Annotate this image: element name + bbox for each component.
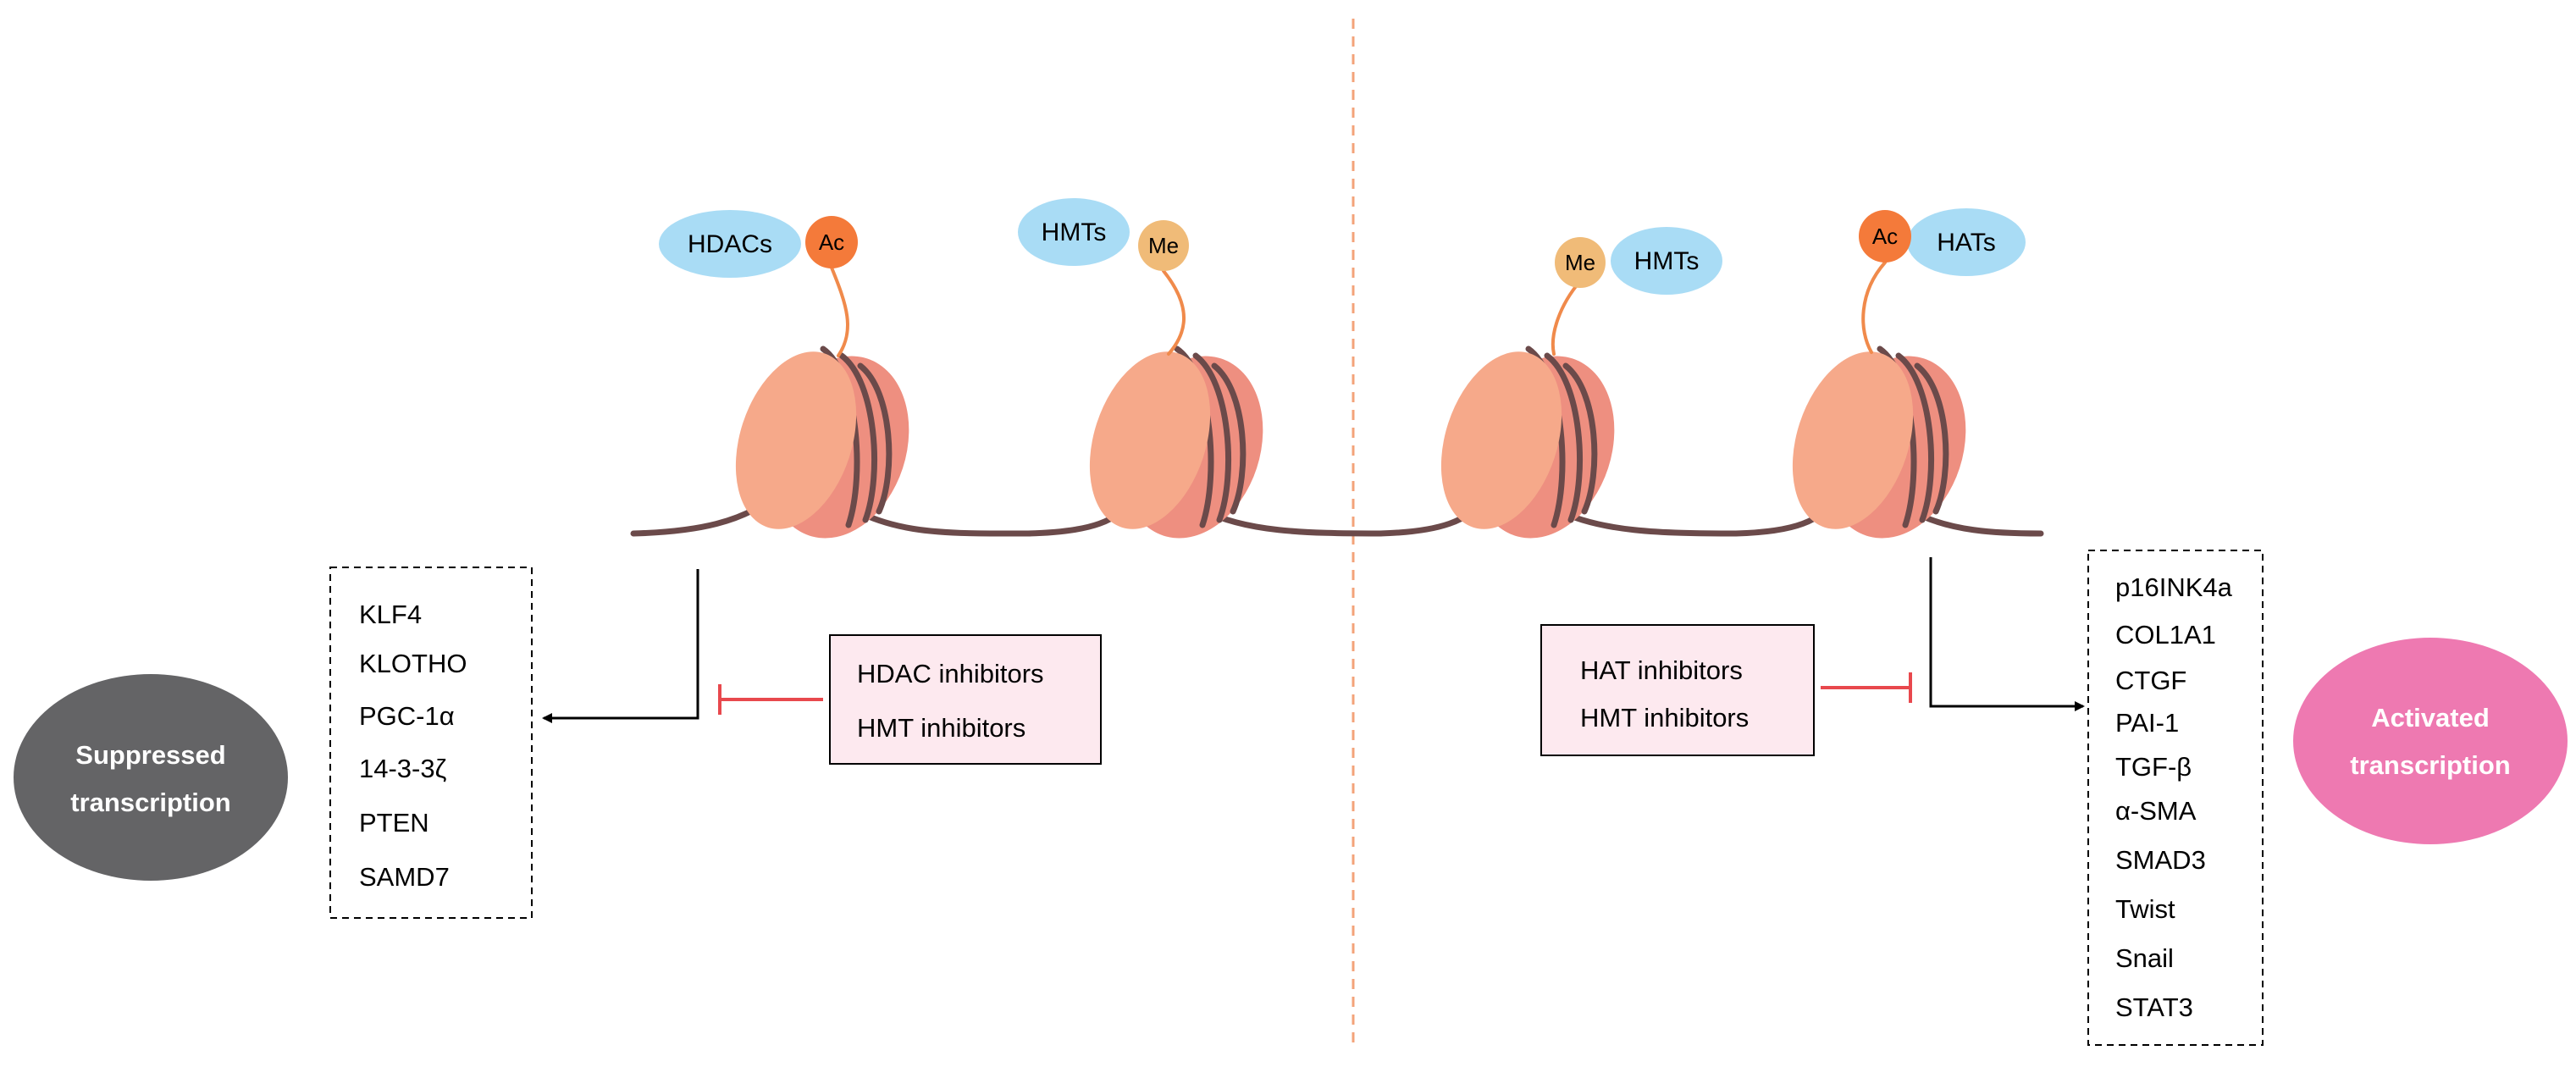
hmts-label-right: HMTs <box>1634 247 1700 275</box>
ac-mark-left: Ac <box>805 216 858 268</box>
right-inhibitor-2: HMT inhibitors <box>1580 703 1749 733</box>
suppressed-label-line2: transcription <box>70 788 230 817</box>
nucleosome-1 <box>735 346 909 539</box>
nucleosome-4 <box>1792 346 1966 539</box>
activated-gene: Snail <box>2115 943 2174 973</box>
activation-arrow <box>1929 557 2085 711</box>
activated-gene: Twist <box>2115 894 2175 924</box>
activated-label-line2: transcription <box>2350 750 2510 780</box>
nucleosome-2 <box>1089 346 1263 539</box>
activated-gene: STAT3 <box>2115 992 2193 1022</box>
ac-label-left: Ac <box>819 229 844 255</box>
me-mark-left: Me <box>1138 220 1189 271</box>
nucleosome-3 <box>1440 346 1615 539</box>
activated-gene: TGF-β <box>2115 752 2192 782</box>
left-inhibitor-box: HDAC inhibitors HMT inhibitors <box>829 634 1102 765</box>
left-inhibitor-1: HDAC inhibitors <box>857 659 1044 688</box>
suppressed-gene: PTEN <box>359 808 429 838</box>
activated-gene: PAI-1 <box>2115 708 2179 738</box>
suppressed-gene-box: KLF4 KLOTHO PGC-1α 14-3-3ζ PTEN SAMD7 <box>329 567 533 919</box>
hmts-enzyme-right: HMTs <box>1611 227 1722 295</box>
hdacs-label: HDACs <box>688 230 772 258</box>
activated-label-line1: Activated <box>2371 703 2490 733</box>
left-inhibition-mark <box>718 684 823 715</box>
activated-gene: CTGF <box>2115 666 2186 695</box>
activated-gene: α-SMA <box>2115 796 2197 826</box>
suppressed-gene: PGC-1α <box>359 701 455 731</box>
hmts-enzyme-left: HMTs <box>1018 198 1130 266</box>
right-inhibition-mark <box>1821 672 1912 703</box>
suppression-arrow <box>542 569 699 723</box>
hats-label: HATs <box>1937 229 1995 257</box>
ac-label-right: Ac <box>1872 224 1898 249</box>
suppressed-label-line1: Suppressed <box>75 740 225 770</box>
right-inhibitor-box: HAT inhibitors HMT inhibitors <box>1540 624 1815 756</box>
suppressed-gene: SAMD7 <box>359 862 450 892</box>
suppressed-gene: KLF4 <box>359 600 422 629</box>
suppressed-gene: KLOTHO <box>359 649 467 678</box>
me-label-left: Me <box>1148 233 1179 258</box>
suppressed-transcription-node: Suppressed transcription <box>14 674 288 881</box>
activated-gene-box: p16INK4a COL1A1 CTGF PAI-1 TGF-β α-SMA S… <box>2087 550 2264 1046</box>
activated-gene: COL1A1 <box>2115 620 2216 650</box>
histone-tails <box>830 261 1887 357</box>
left-inhibitor-2: HMT inhibitors <box>857 713 1025 743</box>
activated-transcription-node: Activated transcription <box>2293 638 2568 844</box>
activated-gene: p16INK4a <box>2115 572 2233 602</box>
hats-enzyme: HATs <box>1907 208 2026 276</box>
me-label-right: Me <box>1565 250 1595 275</box>
activated-gene: SMAD3 <box>2115 845 2206 875</box>
right-inhibitor-1: HAT inhibitors <box>1580 655 1743 685</box>
me-mark-right: Me <box>1555 237 1606 288</box>
hmts-label-left: HMTs <box>1042 218 1107 246</box>
ac-mark-right: Ac <box>1859 210 1911 263</box>
suppressed-gene: 14-3-3ζ <box>359 754 447 783</box>
hdacs-enzyme: HDACs <box>659 210 801 278</box>
